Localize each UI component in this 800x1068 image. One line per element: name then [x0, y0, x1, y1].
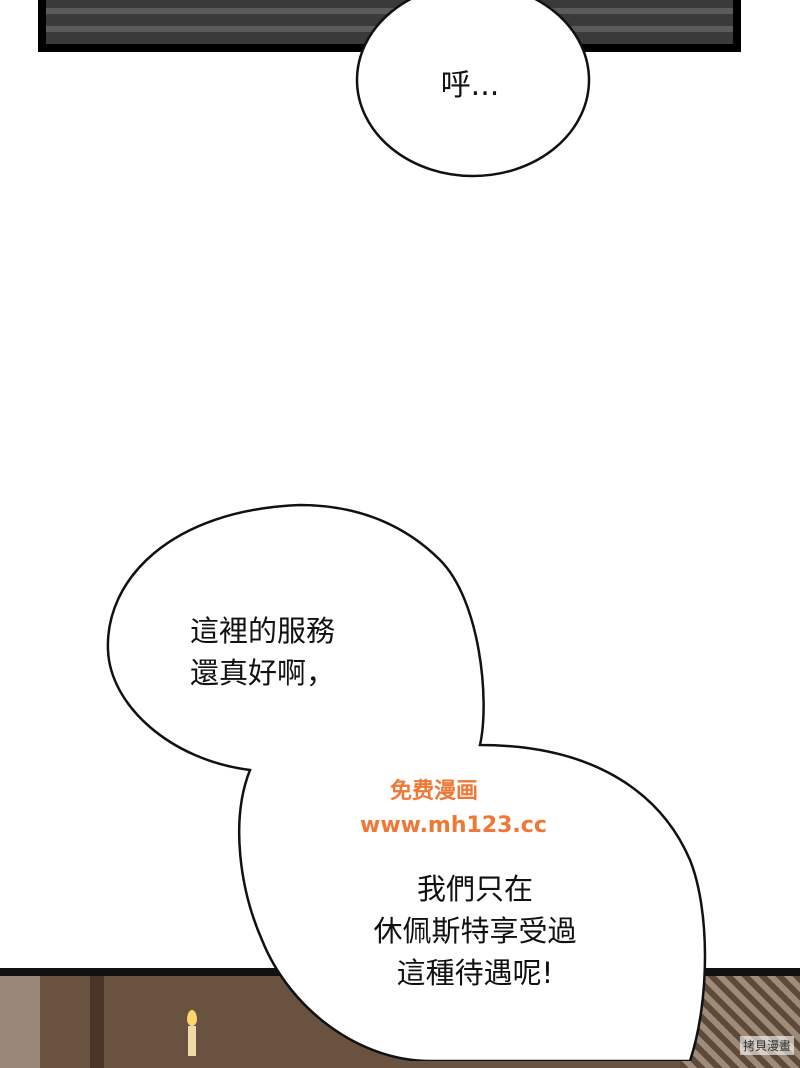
service-line-1: 這裡的服務 [190, 614, 336, 648]
panel-wall [0, 976, 40, 1068]
candle-icon [188, 1026, 196, 1056]
only-line-1: 我們只在 [416, 872, 533, 906]
corner-watermark: 拷貝漫畫 [739, 1036, 794, 1055]
only-line-3: 這種待遇呢! [396, 956, 554, 991]
bubble-sigh [355, 0, 591, 178]
watermark-url: www.mh123.cc [360, 813, 547, 839]
panel-stripe [46, 8, 733, 14]
watermark-title: 免费漫画 [390, 779, 479, 804]
panel-beam [90, 976, 104, 1068]
sigh-text: 呼... [440, 68, 500, 103]
watermark: 免费漫画 www.mh123.cc [360, 775, 547, 843]
only-text: 我們只在 休佩斯特享受過 這種待遇呢! [300, 868, 650, 994]
only-line-2: 休佩斯特享受過 [373, 914, 577, 949]
service-line-2: 還真好啊， [190, 656, 336, 691]
service-text: 這裡的服務 還真好啊， [190, 610, 410, 694]
flame-icon [187, 1010, 197, 1026]
